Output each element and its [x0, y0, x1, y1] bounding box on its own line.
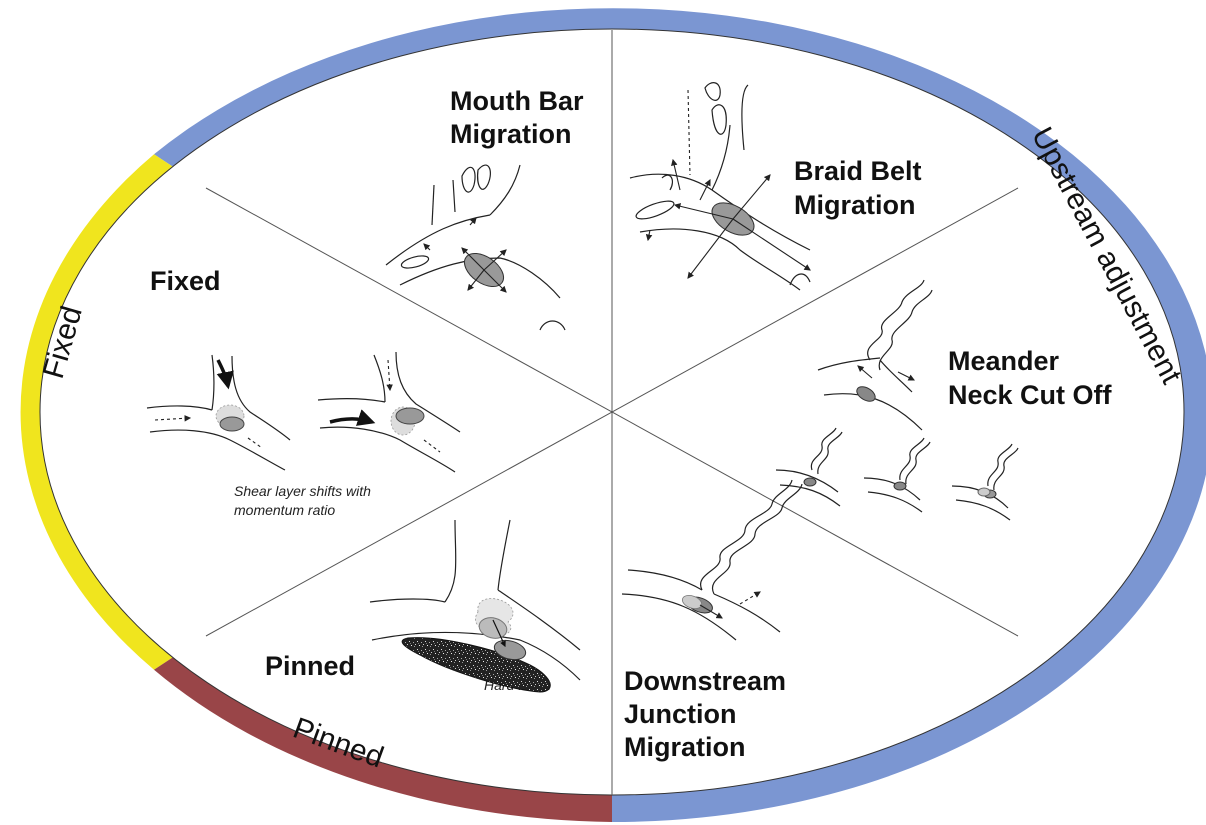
- sector-title-downstream-3: Migration: [624, 732, 746, 762]
- sector-title-braid-belt-2: Migration: [794, 190, 916, 220]
- sector-title-fixed: Fixed: [150, 266, 221, 296]
- note-shear-layer-2: momentum ratio: [234, 502, 335, 518]
- sector-title-pinned: Pinned: [265, 651, 355, 681]
- sector-title-downstream-1: Downstream: [624, 666, 786, 696]
- outer-ring: [21, 8, 1206, 822]
- sector-title-downstream-2: Junction: [624, 699, 737, 729]
- sector-title-braid-belt-1: Braid Belt: [794, 156, 922, 186]
- sector-title-mouth-bar-2: Migration: [450, 119, 572, 149]
- note-shear-layer-1: Shear layer shifts with: [234, 483, 371, 499]
- sector-title-meander-2: Neck Cut Off: [948, 380, 1113, 410]
- sector-title-meander-1: Meander: [948, 346, 1060, 376]
- sector-title-mouth-bar-1: Mouth Bar: [450, 86, 584, 116]
